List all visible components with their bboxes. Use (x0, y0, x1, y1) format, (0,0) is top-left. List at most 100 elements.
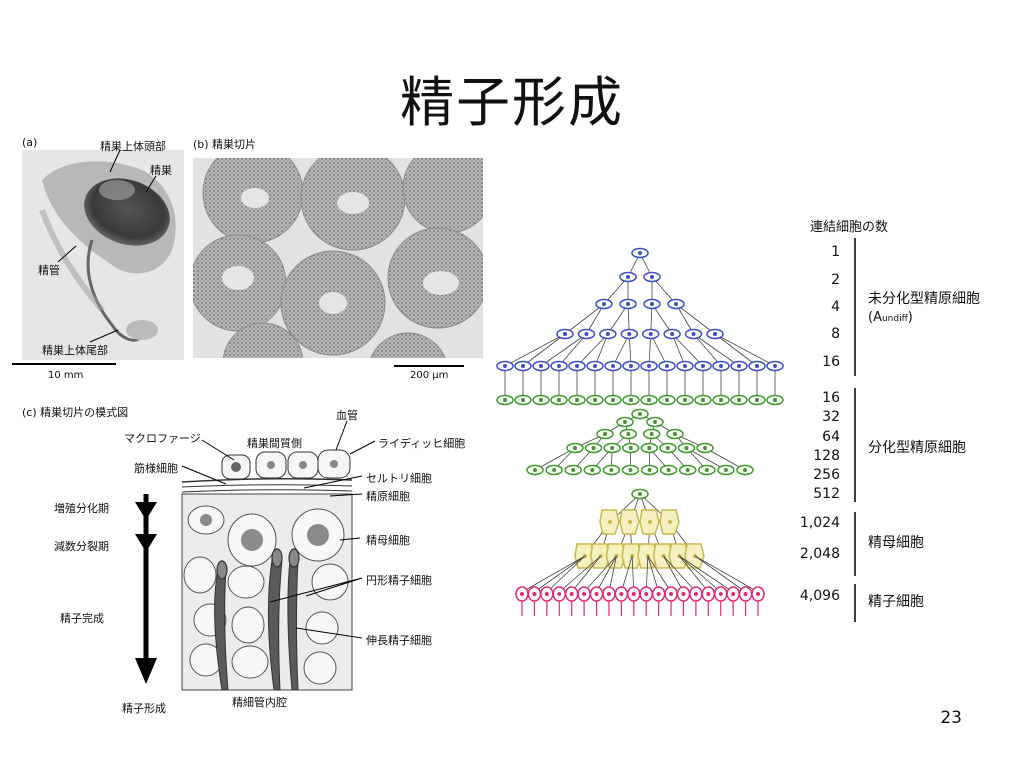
myoid-label: 筋様細胞 (134, 462, 178, 475)
undiff-cell (556, 328, 574, 340)
diff-cell (736, 464, 754, 476)
spermatocyte-cell (684, 543, 705, 569)
diff-cell (616, 416, 634, 428)
vas-label: 精管 (38, 264, 60, 277)
schematic-drawing (135, 420, 376, 691)
cauda-label: 精巣上体尾部 (42, 344, 108, 357)
diff-cell (659, 464, 678, 476)
diff-cell (602, 464, 621, 476)
panel-c-label: (c) 精巣切片の模式図 (22, 406, 129, 419)
count-2: 2 (831, 272, 840, 288)
diff-cell (730, 394, 748, 406)
spermatid-cell (602, 586, 616, 602)
undiff-close: ) (907, 310, 913, 325)
count-16a: 16 (822, 354, 840, 370)
diff-cell (640, 394, 658, 406)
undiff-cell (766, 360, 784, 372)
diff-cell (545, 464, 563, 476)
diff-cell (532, 394, 550, 406)
group-undiff: 未分化型精原細胞 (868, 291, 980, 307)
count-4096: 4,096 (799, 588, 840, 604)
count-16b: 16 (822, 390, 840, 406)
diff-cell (631, 408, 649, 420)
diff-cell (717, 464, 735, 476)
spermatocyte-cell (619, 509, 640, 535)
spermatid-cell (664, 586, 678, 602)
diff-cell (564, 464, 582, 476)
undiff-cell (595, 298, 613, 310)
undiff-cell (640, 360, 658, 372)
spermatid-cell (540, 586, 554, 602)
count-4: 4 (831, 299, 840, 315)
spermatid-cell (726, 586, 740, 602)
spermatid-cell (701, 586, 716, 602)
undiff-cell (599, 328, 617, 340)
spermatogonia-label: 精原細胞 (366, 490, 410, 503)
undiff-cell (712, 360, 730, 372)
phase-proliferation: 増殖分化期 (54, 502, 109, 515)
diff-cell (748, 394, 766, 406)
group-undiff-sub: (Aundiff) (868, 310, 913, 325)
lumen-label: 精細管内腔 (232, 696, 287, 709)
spermatid-cell (527, 586, 542, 602)
spermatocyte-cell (659, 509, 680, 535)
undiff-cell (631, 247, 649, 259)
diff-cell (642, 428, 661, 440)
diff-cell (603, 442, 621, 454)
undiff-cell (676, 360, 694, 372)
undiff-cell (577, 328, 596, 340)
panel-a-label: (a) (22, 136, 38, 149)
diff-cell (678, 464, 697, 476)
spermatocyte-cell (639, 509, 660, 535)
undiff-cell (748, 360, 766, 372)
diff-cell (514, 394, 532, 406)
diff-cell (586, 394, 604, 406)
diff-cell (604, 394, 622, 406)
diff-cell (694, 394, 712, 406)
count-32: 32 (822, 409, 840, 425)
undiff-cell (620, 328, 639, 340)
spermatid-cell (738, 586, 753, 602)
undiff-cell (667, 298, 685, 310)
diff-cell (583, 464, 602, 476)
spermatid-cell (614, 586, 629, 602)
pyramid-header: 連結細胞の数 (810, 220, 889, 235)
undiff-cell (706, 328, 724, 340)
undiff-cell (694, 360, 712, 372)
undiff-cell (496, 360, 514, 372)
undiff-cell (658, 360, 676, 372)
spermatid-cell (515, 586, 529, 602)
diff-cell (566, 442, 584, 454)
panel-b-scalebar (394, 365, 464, 367)
spermatocyte-cell (668, 543, 690, 569)
spermatocyte-cell (599, 509, 620, 535)
diff-cell (766, 394, 784, 406)
leydig-label: ライディッヒ細胞 (378, 437, 466, 450)
panel-b-scale: 200 μm (410, 370, 449, 381)
diff-cell (676, 394, 694, 406)
spermatid-cell (552, 586, 567, 602)
diff-cell (621, 442, 640, 454)
diff-cell (550, 394, 568, 406)
blood-vessel-label: 血管 (336, 409, 358, 422)
count-1: 1 (831, 244, 840, 260)
panel-b-label: (b) 精巣切片 (193, 138, 257, 151)
spermatid-cell (577, 586, 591, 602)
diff-cell (696, 442, 714, 454)
undiff-cell (586, 360, 604, 372)
phase-end: 精子形成 (122, 702, 166, 715)
phase-spermiogenesis: 精子完成 (60, 612, 104, 625)
spermatid-cell (564, 586, 579, 602)
spermatid-cell (689, 586, 703, 602)
undiff-cell (550, 360, 568, 372)
caput-label: 精巣上体頭部 (100, 140, 166, 153)
diff-cell (640, 442, 659, 454)
undiff-cell (514, 360, 532, 372)
undiff-cell (643, 298, 661, 310)
undiff-cell (643, 271, 661, 283)
round-spermatid-label: 円形精子細胞 (366, 574, 432, 587)
diff-cell (596, 428, 614, 440)
diff-cell (526, 464, 544, 476)
interstitial-label: 精巣間質側 (247, 437, 302, 450)
